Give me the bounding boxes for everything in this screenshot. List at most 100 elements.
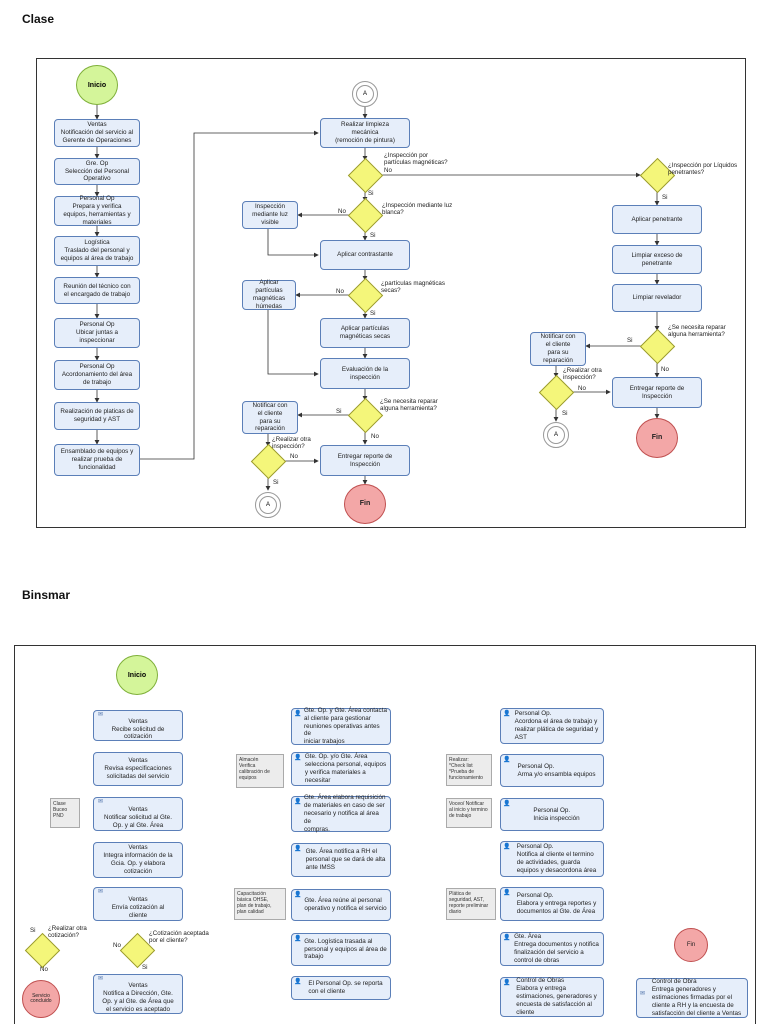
clase-label-q-liquidos: ¿Inspección por Líquidos penetrantes?: [668, 162, 738, 177]
connector-label: A: [259, 496, 277, 514]
clase-label-q-luz: ¿Inspección mediante luz blanca?: [382, 202, 453, 217]
clase-evaluacion: Evaluación de la inspección: [320, 358, 410, 389]
binsmar-gte-5: Gte. Área reúne al personal operativo y …: [291, 889, 391, 921]
binsmar-label-no-2: No: [40, 966, 48, 973]
binsmar-gte-2: Gte. Op. y/o Gte. Área selecciona person…: [291, 752, 391, 786]
clase-step-1: Ventas Notificación del servicio al Gere…: [54, 119, 140, 147]
binsmar-gte-1: Gte. Op. y Gte. Área contacta al cliente…: [291, 707, 391, 745]
clase-label-no-4: No: [371, 433, 379, 440]
binsmar-note-capacitacion: Capacitación básica OHSE, plan de trabaj…: [234, 888, 286, 920]
user-icon: 👤: [503, 890, 511, 896]
clase-notificar-right: Notificar con el cliente para su reparac…: [530, 332, 586, 366]
clase-end-2: Fin: [636, 418, 678, 458]
binsmar-op-6: Gte. Área Entrega documentos y notifica …: [500, 932, 604, 966]
clase-label-si-4: Si: [336, 408, 342, 415]
user-icon: 👤: [294, 979, 302, 985]
clase-label-no-8: No: [578, 385, 586, 392]
binsmar-note-clase: Clase Buceo PND: [50, 798, 80, 828]
connector-label: A: [547, 426, 565, 444]
binsmar-note-checklist: Realizar: *Check list *Prueba de funcion…: [446, 754, 492, 786]
clase-label-si-5: Si: [273, 479, 279, 486]
clase-contrastante: Aplicar contrastante: [320, 240, 410, 270]
clase-insp-luz: Inspección mediante luz visible: [242, 201, 298, 229]
user-icon: 👤: [503, 711, 511, 717]
binsmar-end: Fin: [674, 928, 708, 962]
clase-penetrante: Aplicar penetrante: [612, 205, 702, 234]
clase-label-no-1: No: [384, 167, 392, 174]
user-icon: 👤: [503, 980, 511, 986]
binsmar-ventas-4: Ventas Integra información de la Gcia. O…: [93, 842, 183, 878]
user-icon: 👤: [294, 846, 302, 852]
binsmar-ventas-2: Ventas Revisa especificaciones solicitad…: [93, 752, 183, 786]
mail-icon: ✉: [98, 889, 104, 895]
clase-label-no-7: No: [661, 366, 669, 373]
clase-step-8: Realización de platicas de seguridad y A…: [54, 402, 140, 430]
binsmar-end-concluido: Servicio concluido: [22, 980, 60, 1018]
heading-clase: Clase: [22, 12, 55, 26]
binsmar-gte-6: Gte. Logística trasada al personal y equ…: [291, 933, 391, 966]
clase-limpieza: Realizar limpieza mecánica (remoción de …: [320, 118, 410, 148]
user-icon: 👤: [503, 801, 511, 807]
binsmar-label-q-otra: ¿Realizar otra cotización?: [48, 925, 87, 940]
clase-step-9: Ensamblado de equipos y realizar prueba …: [54, 444, 140, 476]
clase-label-si-3: Si: [370, 310, 376, 317]
user-icon: 👤: [503, 935, 511, 941]
mail-icon: ✉: [98, 712, 104, 718]
binsmar-op-5: Personal Op. Elabora y entrega reportes …: [500, 887, 604, 921]
binsmar-control-obra: Control de Obra Entrega generadores y es…: [636, 978, 748, 1018]
binsmar-start: Inicio: [116, 655, 158, 695]
clase-revelador: Limpiar revelador: [612, 284, 702, 312]
clase-label-q-reparar: ¿Se necesita reparar alguna herramienta?: [380, 398, 438, 413]
binsmar-ventas-1: Ventas Recibe solicitud de cotización: [93, 710, 183, 741]
clase-step-3: Personal Op Prepara y verifica equipos, …: [54, 195, 140, 226]
clase-limpiar: Limpiar exceso de penetrante: [612, 245, 702, 274]
binsmar-label-si-2: Si: [30, 927, 36, 934]
clase-connector-a-bottom: A: [255, 492, 281, 518]
clase-label-si-7: Si: [627, 337, 633, 344]
clase-step-2: Gre. Op Selección del Personal Operativo: [54, 158, 140, 185]
connector-label: A: [356, 85, 374, 103]
clase-label-si-6: Si: [662, 194, 668, 201]
binsmar-op-7: Control de Obras Elabora y entrega estim…: [500, 977, 604, 1017]
clase-connector-a-top: A: [352, 81, 378, 107]
binsmar-diagram-panel: [14, 645, 756, 1024]
clase-step-4: Logística Traslado del personal y equipo…: [54, 236, 140, 266]
mail-icon: ✉: [98, 799, 104, 805]
user-icon: 👤: [294, 892, 302, 898]
binsmar-ventas-3: Ventas Notificar solicitud al Gte. Op. y…: [93, 797, 183, 831]
binsmar-label-si-1: Si: [142, 964, 148, 971]
clase-label-q-reparar-right: ¿Se necesita reparar alguna herramienta?: [668, 324, 726, 339]
binsmar-op-2: Personal Op. Arma y/o ensambla equipos: [500, 754, 604, 787]
user-icon: 👤: [294, 799, 302, 805]
clase-label-q-particulas: ¿Inspección por partículas magnéticas?: [384, 152, 448, 167]
clase-humedas: Aplicar partículas magnéticas húmedas: [242, 279, 296, 310]
binsmar-note-platica: Plática de seguridad, AST, reporte preli…: [446, 888, 496, 920]
heading-binsmar: Binsmar: [22, 588, 71, 602]
binsmar-label-q-aceptada: ¿Cotización aceptada por el cliente?: [149, 930, 209, 945]
clase-connector-a-right: A: [543, 422, 569, 448]
binsmar-op-1: Personal Op. Acordona el área de trabajo…: [500, 708, 604, 744]
user-icon: 👤: [503, 757, 511, 763]
clase-label-si-8: Si: [562, 410, 568, 417]
binsmar-ventas-5: Ventas Envía cotización al cliente: [93, 887, 183, 921]
binsmar-note-voceo: Voceo/ Notificar al inicio y termino de …: [446, 798, 492, 828]
clase-label-q-otra-right: ¿Realizar otra inspección?: [563, 367, 602, 382]
clase-step-7: Personal Op Acordonamiento del área de t…: [54, 360, 140, 390]
clase-reporte-right: Entregar reporte de Inspección: [612, 377, 702, 408]
binsmar-op-3: Personal Op. Inicia inspección: [500, 798, 604, 831]
clase-label-si-1: Si: [368, 190, 374, 197]
binsmar-op-4: Personal Op. Notifica al cliente el term…: [500, 841, 604, 877]
clase-label-no-3: No: [336, 288, 344, 295]
clase-label-q-otra: ¿Realizar otra inspección?: [272, 436, 311, 451]
clase-step-6: Personal Op Ubicar juntas a inspeccionar: [54, 318, 140, 348]
clase-label-no-2: No: [338, 208, 346, 215]
clase-start: Inicio: [76, 65, 118, 105]
clase-label-no-5: No: [290, 453, 298, 460]
clase-reporte: Entregar reporte de Inspección: [320, 445, 410, 476]
user-icon: 👤: [294, 711, 302, 717]
user-icon: 👤: [294, 755, 302, 761]
binsmar-gte-7: El Personal Op. se reporta con el client…: [291, 976, 391, 1000]
binsmar-note-almacen: Almacén Verifica calibración de equipos: [236, 754, 284, 788]
clase-notificar: Notificar con el cliente para su reparac…: [242, 401, 298, 434]
binsmar-gte-4: Gte. Área notifica a RH el personal que …: [291, 843, 391, 877]
